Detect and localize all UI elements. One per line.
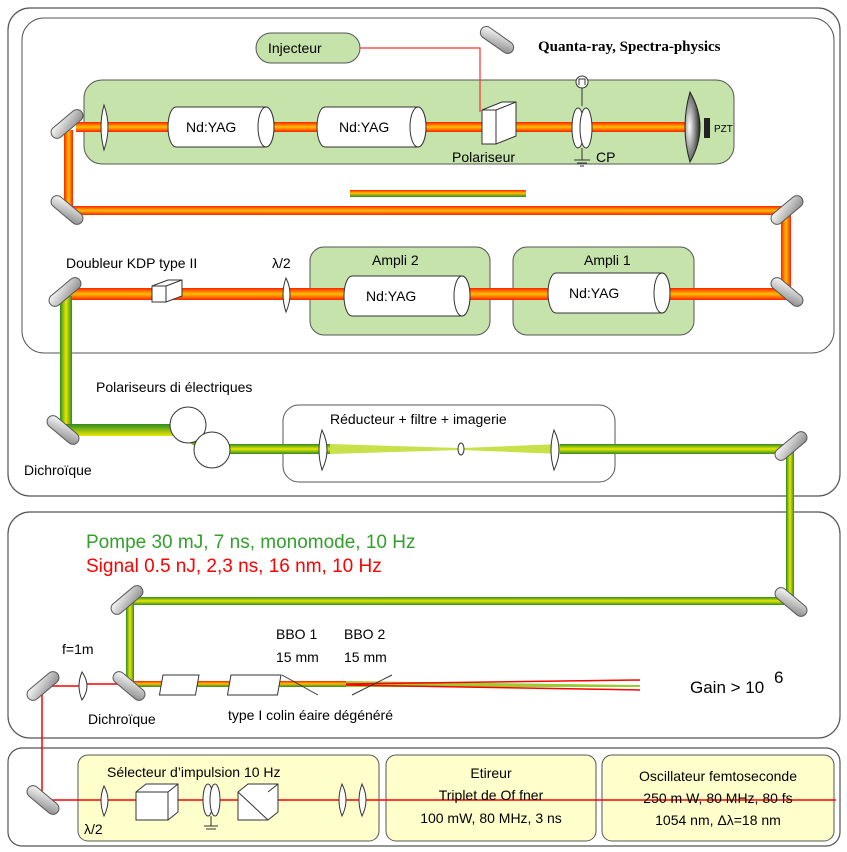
- selecteur-label: Sélecteur d’impulsion 10 Hz: [107, 764, 281, 780]
- focal-label: f=1m: [62, 641, 94, 657]
- seed-cube-1: [135, 783, 179, 821]
- bbo-crystal-2: [226, 674, 393, 696]
- beam-return-top: [64, 206, 786, 215]
- gain-label: Gain > 10: [690, 678, 764, 697]
- cavity-lens: [100, 103, 109, 152]
- rod-ampli2: [343, 275, 471, 317]
- rod-nd-yag-1: [167, 106, 275, 148]
- bbo2-length: 15 mm: [344, 649, 387, 665]
- beam-opa-red-up: [345, 679, 641, 685]
- beam-green-focus: [330, 444, 460, 454]
- mirror-signal-1: [26, 671, 60, 701]
- reducteur-box: [282, 404, 616, 483]
- beam-green-in: [210, 444, 330, 454]
- bbo1-label: BBO 1: [276, 626, 317, 642]
- half-wave-plate: [282, 276, 291, 314]
- oscillateur-line2: 250 m W, 80 MHz, 80 fs: [643, 790, 792, 806]
- beam-green-opa-left: [126, 600, 134, 686]
- bbo1-length: 15 mm: [276, 649, 319, 665]
- signal-spec: Signal 0.5 nJ, 2,3 ns, 16 nm, 10 Hz: [86, 556, 382, 577]
- opa-lens: [78, 670, 88, 702]
- mirror-dichroique-1: [46, 415, 80, 445]
- beam-green-polariser: [60, 424, 200, 448]
- beam-green-right: [786, 446, 794, 604]
- reducteur-lens-2: [550, 428, 560, 472]
- polariseur-cube: [481, 101, 517, 145]
- ampli2-rod-label: Nd:YAG: [366, 288, 416, 304]
- mirror-cavity-left: [50, 109, 84, 139]
- half-wave-label: λ/2: [272, 255, 291, 271]
- beam-opa-red-down: [345, 684, 641, 691]
- etireur-label: Etireur: [470, 765, 512, 781]
- seed-half-wave: [100, 784, 109, 818]
- etireur-box: [385, 754, 597, 842]
- rod-nd-yag-2: [316, 106, 427, 148]
- mirror-turn-3: [770, 277, 804, 307]
- oscillateur-label: Oscillateur femtoseconde: [639, 768, 797, 784]
- polariseurs-label: Polariseurs di électriques: [96, 379, 252, 395]
- mirror-signal-2: [26, 785, 60, 815]
- mirror-doubleur: [48, 277, 82, 307]
- beam-green-out: [560, 444, 792, 454]
- ampli1-rod-label: Nd:YAG: [569, 285, 619, 301]
- ampli2-label: Ampli 2: [372, 252, 419, 268]
- dichroique-label-2: Dichroïque: [88, 711, 156, 727]
- kdp-crystal: [151, 279, 183, 303]
- etireur-line2: Triplet de Of fner: [439, 787, 544, 803]
- injecteur-label: Injecteur: [268, 40, 322, 56]
- polariseur-label: Polariseur: [452, 149, 515, 165]
- etireur-line3: 100 mW, 80 MHz, 3 ns: [420, 810, 562, 826]
- mirror-dichroique-2: [112, 671, 146, 701]
- injecteur-fiber: [360, 47, 481, 112]
- opa-type-label: type I colin éaire dégénéré: [228, 707, 393, 723]
- oscillateur-line3: 1054 nm, Δλ=18 nm: [655, 812, 781, 828]
- beam-sample: [350, 190, 526, 197]
- oscillateur-box: [601, 754, 835, 842]
- seed-pockels: [202, 783, 221, 830]
- seed-cube-2: [237, 783, 279, 821]
- doubleur-label: Doubleur KDP type II: [66, 255, 197, 271]
- rod1-label: Nd:YAG: [186, 119, 236, 135]
- mirror-opa-right: [774, 587, 808, 617]
- bbo-crystal-1: [158, 674, 319, 696]
- ampli1-label: Ampli 1: [584, 252, 631, 268]
- dichroique-label-1: Dichroïque: [24, 462, 92, 478]
- beam-green-down: [60, 296, 72, 432]
- cp-label: CP: [596, 149, 615, 165]
- beam-right-down: [781, 210, 791, 292]
- brand-title: Quanta-ray, Spectra-physics: [538, 39, 721, 55]
- pzt-label: PZT: [714, 124, 733, 135]
- polariseur-dielectrique-1: [169, 406, 207, 444]
- pockels-cell: [571, 75, 593, 167]
- bbo2-label: BBO 2: [344, 626, 385, 642]
- pzt-mirror: [684, 90, 710, 164]
- reducteur-lens-1: [318, 428, 328, 472]
- seed-telescope: [338, 782, 367, 818]
- mirror-reducteur-out: [774, 431, 808, 461]
- beam-green-opa-top: [128, 597, 794, 605]
- mirror-injecteur: [479, 26, 515, 54]
- rod2-label: Nd:YAG: [339, 119, 389, 135]
- mirror-turn-1: [50, 195, 84, 225]
- gain-exponent: 6: [774, 668, 783, 687]
- reducteur-label: Réducteur + filtre + imagerie: [330, 411, 507, 427]
- seed-half-wave-label: λ/2: [84, 821, 103, 837]
- polariseur-dielectrique-2: [193, 431, 231, 469]
- mirror-opa-left: [110, 585, 144, 615]
- beam-down-left: [64, 130, 73, 210]
- beam-green-expand: [462, 444, 560, 454]
- pinhole-filter: [457, 442, 465, 456]
- pump-spec: Pompe 30 mJ, 7 ns, monomode, 10 Hz: [86, 532, 416, 553]
- mirror-turn-2: [770, 195, 804, 225]
- rod-ampli1: [547, 272, 671, 314]
